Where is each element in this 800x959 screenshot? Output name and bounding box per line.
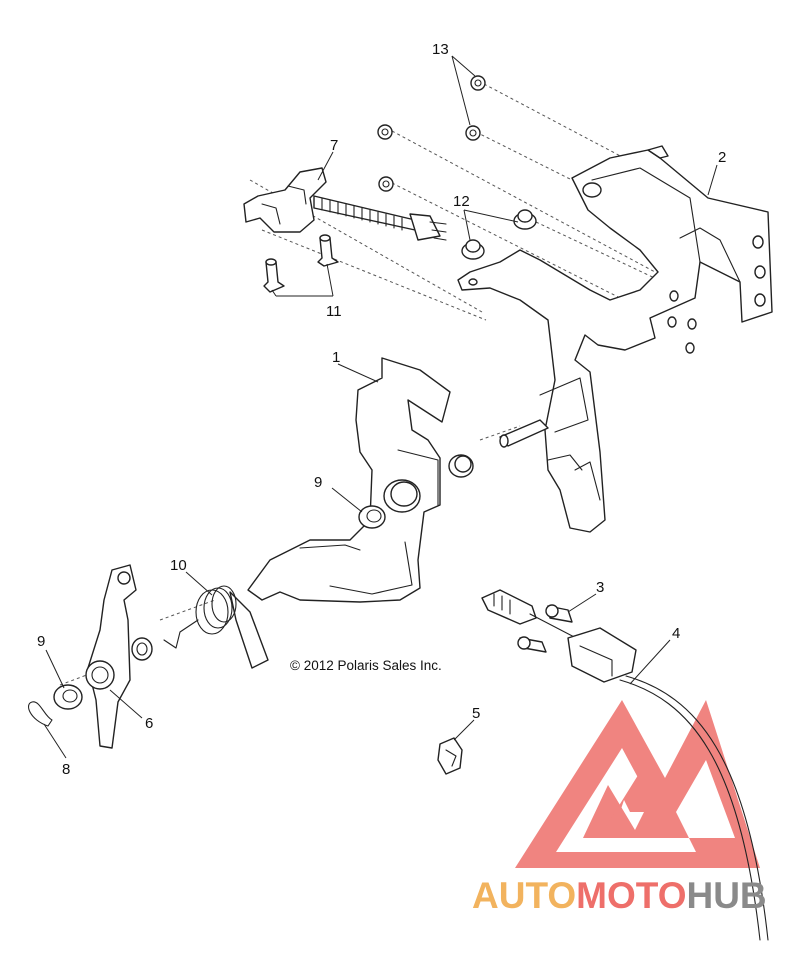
watermark-moto: MOTO: [576, 875, 686, 916]
part-2-main-bracket: [457, 145, 773, 533]
callout-5: 5: [472, 705, 480, 722]
callout-1: 1: [332, 349, 340, 366]
part-5-clip: [437, 737, 463, 775]
part-9-bushing-lower: [53, 684, 83, 710]
callout-12: 12: [453, 193, 470, 210]
part-1-pedal: [247, 357, 474, 603]
part-12-flange-nuts: [461, 209, 537, 260]
watermark-logo: [515, 700, 760, 868]
callout-13: 13: [432, 41, 449, 58]
callout-3: 3: [596, 579, 604, 596]
part-13-nuts: [377, 75, 486, 192]
watermark-hub: HUB: [686, 875, 766, 916]
part-6-lever-arm: [85, 564, 153, 749]
callout-9-lower: 9: [37, 633, 45, 650]
copyright-text: © 2012 Polaris Sales Inc.: [290, 658, 442, 673]
callout-8: 8: [62, 761, 70, 778]
part-10-spring: [163, 585, 269, 669]
part-9-bushing-upper: [358, 505, 386, 529]
callout-2: 2: [718, 149, 726, 166]
leader-lines: [43, 55, 718, 759]
part-11-pins: [263, 234, 339, 293]
callout-7: 7: [330, 137, 338, 154]
part-3-bolts: [517, 604, 573, 653]
part-8-e-clip: [28, 701, 53, 727]
callout-6: 6: [145, 715, 153, 732]
callout-4: 4: [672, 625, 680, 642]
part-7-switch-assembly: [243, 167, 447, 241]
watermark-text: AUTOMOTOHUB: [472, 875, 767, 916]
part-4-cable-assembly: [481, 589, 769, 941]
callout-11: 11: [326, 303, 342, 320]
callouts: 13 2 7 12 11 1 9 10 3 4 9 6 5 8: [37, 41, 726, 778]
watermark-auto: AUTO: [472, 875, 576, 916]
callout-10: 10: [170, 557, 187, 574]
callout-9-upper: 9: [314, 474, 322, 491]
